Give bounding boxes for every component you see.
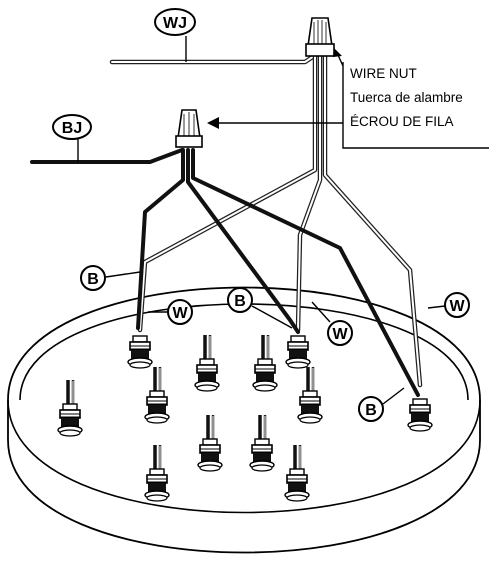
wj-supply-wire bbox=[109, 49, 323, 65]
label-b-left: B bbox=[80, 265, 141, 291]
label-wj-text: WJ bbox=[163, 15, 187, 32]
label-w-right: W bbox=[427, 292, 470, 318]
fixture-pan bbox=[7, 286, 481, 554]
callout-line-es: Tuerca de alambre bbox=[350, 90, 463, 105]
wire-nut-wj-icon bbox=[305, 17, 335, 57]
svg-text:W: W bbox=[172, 305, 188, 322]
svg-text:B: B bbox=[87, 271, 99, 288]
wire-nut-callout: WIRE NUT Tuerca de alambre ÉCROU DE FILA bbox=[207, 48, 489, 149]
svg-text:W: W bbox=[449, 298, 465, 315]
label-b-right: B bbox=[358, 387, 405, 422]
label-b-center: B bbox=[227, 287, 293, 329]
black-wires bbox=[136, 148, 420, 397]
label-w-left: W bbox=[148, 299, 193, 325]
callout-line-en: WIRE NUT bbox=[350, 66, 417, 81]
white-wires bbox=[137, 52, 423, 388]
label-w-center: W bbox=[311, 301, 353, 346]
callout-line-fr: ÉCROU DE FILA bbox=[350, 114, 454, 129]
bj-supply-wire bbox=[30, 148, 184, 164]
svg-text:B: B bbox=[234, 293, 246, 310]
wire-nut-bj-icon bbox=[175, 109, 203, 148]
label-bj-text: BJ bbox=[62, 120, 82, 137]
svg-text:W: W bbox=[332, 326, 348, 343]
svg-text:B: B bbox=[365, 402, 377, 419]
label-bj: BJ bbox=[52, 114, 92, 162]
label-wj: WJ bbox=[154, 8, 196, 62]
